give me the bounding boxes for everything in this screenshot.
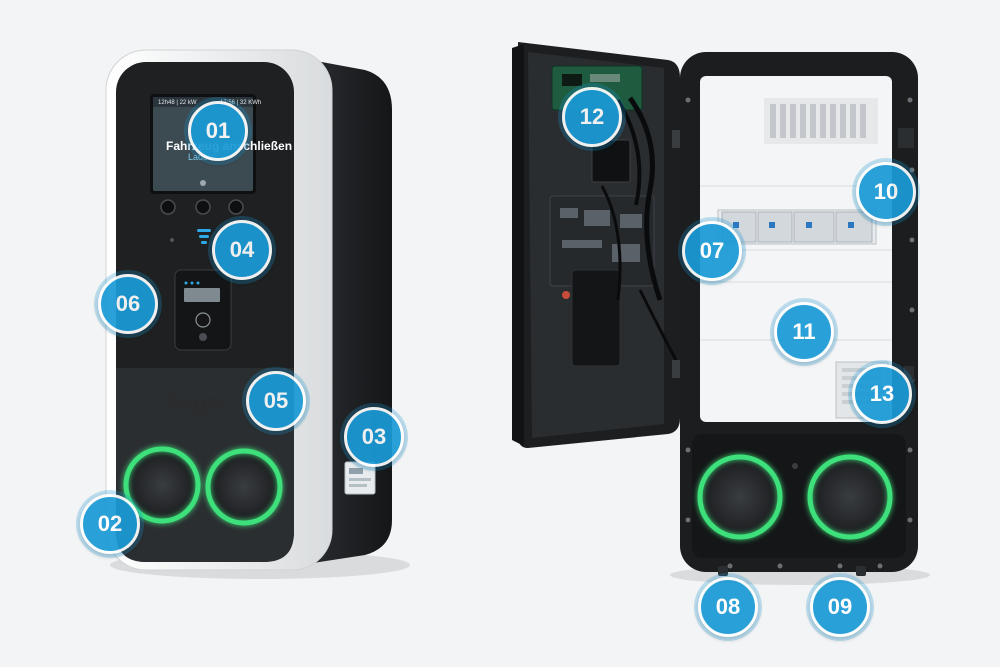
callout-11: 11 [774, 302, 834, 362]
callout-03: 03 [344, 407, 404, 467]
screen-status-right: 17:56 | 32 KWh [220, 100, 262, 106]
callout-05: 05 [246, 371, 306, 431]
callout-09: 09 [810, 577, 870, 637]
callout-01: 01 [188, 101, 248, 161]
screen-submessage: Laden [188, 152, 214, 162]
callout-02: 02 [80, 494, 140, 554]
screen-status-left: 12h48 | 22 kW [158, 100, 197, 106]
callout-04: 04 [212, 220, 272, 280]
brand-logo: :hager [158, 389, 229, 417]
closed-unit [105, 49, 410, 579]
callout-06: 06 [98, 274, 158, 334]
brand-logo-colon: : [158, 389, 166, 416]
callout-07: 07 [682, 221, 742, 281]
callout-10: 10 [856, 162, 916, 222]
brand-logo-text: hager [165, 389, 229, 416]
callout-12: 12 [562, 87, 622, 147]
callout-13: 13 [852, 364, 912, 424]
callout-08: 08 [698, 577, 758, 637]
